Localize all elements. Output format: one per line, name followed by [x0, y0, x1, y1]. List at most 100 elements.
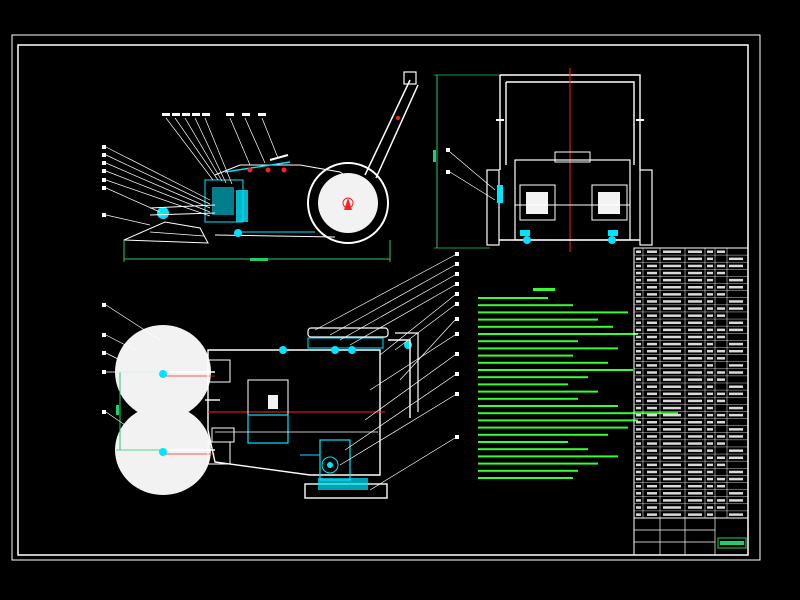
parts-table-cell-text	[707, 314, 713, 317]
notes-line	[478, 361, 608, 364]
parts-table-cell-text	[636, 264, 641, 268]
parts-table-cell-text	[663, 257, 681, 261]
parts-table-cell-text	[717, 456, 725, 460]
title-block-name	[717, 537, 747, 549]
parts-table-cell-text	[729, 456, 743, 460]
parts-table-cell-text	[647, 421, 657, 424]
parts-table-cell-text	[647, 499, 657, 502]
notes-line	[478, 397, 578, 400]
parts-table-cell-text	[636, 392, 641, 396]
rear-wheel-outer	[307, 162, 389, 244]
plan-view	[102, 252, 459, 499]
parts-table-cell-text	[647, 378, 657, 381]
parts-table-cell-text	[717, 349, 725, 353]
parts-table-cell-text	[729, 264, 743, 268]
parts-table-cell-text	[707, 506, 713, 509]
parts-table-cell-text	[707, 342, 713, 346]
parts-table-cell-text	[707, 435, 713, 438]
parts-table-cell-text	[729, 392, 743, 396]
parts-table-cell-text	[729, 257, 743, 261]
parts-table-cell-text	[636, 435, 641, 438]
parts-table-cell-text	[636, 428, 641, 431]
parts-table-cell-text	[717, 371, 725, 374]
parts-table-cell-text	[663, 286, 681, 289]
parts-table-cell-text	[707, 484, 713, 488]
parts-table-cell-text	[688, 385, 702, 388]
parts-table-cell-text	[688, 477, 702, 481]
notes-line	[478, 390, 598, 393]
parts-table-cell-text	[707, 442, 713, 445]
handle-bar	[364, 79, 411, 176]
parts-table-cell-text	[717, 357, 725, 360]
parts-table-cell-text	[688, 470, 702, 474]
notes-line	[478, 318, 598, 321]
parts-table-cell-text	[729, 499, 743, 502]
parts-table-cell-text	[717, 484, 725, 488]
parts-table-cell-text	[688, 357, 702, 360]
notes-heading	[533, 288, 555, 291]
parts-table-cell-text	[707, 392, 713, 396]
parts-table-cell-text	[717, 328, 725, 332]
parts-table-cell-text	[729, 513, 743, 516]
parts-table-cell-text	[688, 314, 702, 317]
parts-table-cell-text	[707, 456, 713, 460]
parts-table-cell-text	[688, 399, 702, 403]
parts-table-cell-text	[717, 413, 725, 417]
parts-table-cell-text	[717, 293, 725, 296]
parts-table-cell-text	[688, 499, 702, 502]
parts-table-cell-text	[647, 286, 657, 289]
parts-table-cell-text	[688, 371, 702, 374]
parts-table-cell-text	[663, 470, 681, 474]
notes-line	[478, 448, 588, 451]
notes-line	[478, 376, 588, 379]
parts-table-cell-text	[647, 492, 657, 495]
notes-line	[478, 433, 608, 436]
parts-table-cell-text	[636, 357, 641, 360]
parts-table-cell-text	[663, 413, 681, 417]
parts-table-cell-text	[647, 314, 657, 317]
parts-table-cell-text	[729, 371, 743, 374]
parts-table-cell-text	[636, 250, 641, 253]
parts-table-cell-text	[647, 392, 657, 396]
parts-table-cell-text	[717, 463, 725, 467]
parts-table-cell-text	[688, 364, 702, 367]
parts-table-cell-text	[707, 470, 713, 474]
parts-table-cell-text	[688, 421, 702, 424]
parts-table-cell-text	[729, 449, 743, 452]
parts-table-cell-text	[647, 349, 657, 353]
parts-table-cell-text	[663, 513, 681, 516]
brush-plate	[123, 221, 209, 244]
notes-line	[478, 419, 638, 422]
parts-table-cell-text	[707, 286, 713, 289]
parts-table-cell-text	[636, 293, 641, 296]
parts-table-cell-text	[636, 385, 641, 388]
parts-table-cell-text	[688, 463, 702, 467]
parts-table-cell-text	[688, 328, 702, 332]
parts-table-cell-text	[707, 449, 713, 452]
parts-table-cell-text	[717, 421, 725, 424]
parts-table-cell-text	[729, 492, 743, 495]
parts-table-cell-text	[647, 456, 657, 460]
parts-table-cell-text	[707, 499, 713, 502]
parts-table-cell-text	[707, 477, 713, 481]
parts-table-cell-text	[717, 499, 725, 502]
parts-table-cell-text	[636, 484, 641, 488]
parts-table-cell-text	[707, 492, 713, 495]
parts-table-cell-text	[688, 484, 702, 488]
outer-sheet-border	[11, 34, 761, 561]
parts-table-cell-text	[707, 406, 713, 410]
parts-table-cell-text	[688, 293, 702, 296]
parts-table-cell-text	[663, 477, 681, 481]
parts-table-cell-text	[647, 506, 657, 509]
technical-notes	[478, 288, 678, 479]
parts-table-cell-text	[663, 300, 681, 303]
parts-table-cell-text	[717, 271, 725, 275]
parts-table-cell-text	[636, 307, 641, 310]
parts-table-cell-text	[717, 399, 725, 403]
parts-table-cell-text	[717, 477, 725, 481]
parts-table-cell-text	[688, 435, 702, 438]
notes-line	[478, 340, 578, 343]
front-roller	[157, 207, 169, 219]
parts-list-table	[633, 247, 749, 519]
